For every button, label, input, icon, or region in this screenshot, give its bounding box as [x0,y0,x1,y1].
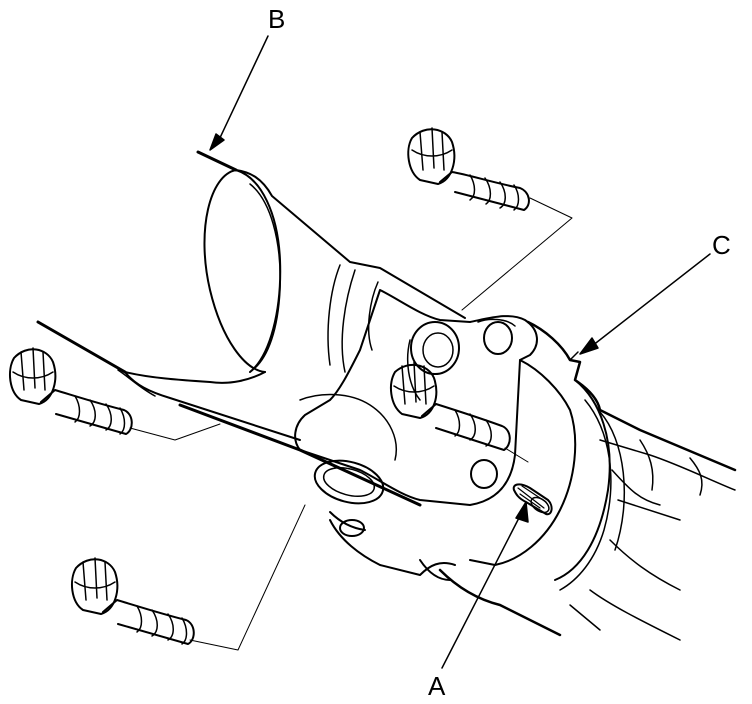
callout-arrow-c [579,253,711,355]
callout-arrow-b [209,35,269,151]
callout-label-b: B [268,4,286,34]
catalytic-converter-c [329,320,737,641]
flange-bolt-2 [389,361,511,451]
callout-arrow-a [441,501,529,669]
flange-bolt-3 [8,347,133,435]
exhaust-pipe-b [36,150,466,507]
pipe-flange [294,289,538,537]
dowel-pin-a [512,483,553,516]
bolt-leader-lines [129,197,573,651]
flange-bolt-1 [407,127,530,211]
callout-label-a: A [428,671,446,701]
callout-label-c: C [712,230,731,260]
flange-bolt-4 [70,557,195,645]
